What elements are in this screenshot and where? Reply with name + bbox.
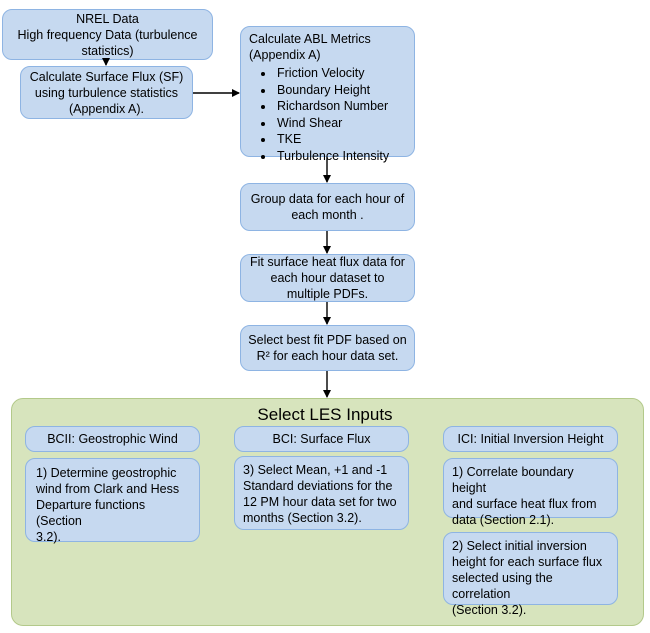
- ici-step-1-box: 1) Correlate boundary height and surface…: [443, 458, 618, 527]
- bcii-line-1: 1) Determine geostrophic: [36, 466, 177, 480]
- surface-flux-box: Calculate Surface Flux (SF) using turbul…: [20, 66, 193, 119]
- ici-header: ICI: Initial Inversion Height: [443, 426, 618, 452]
- bcii-header-label: BCII: Geostrophic Wind: [47, 432, 178, 446]
- ici-header-label: ICI: Initial Inversion Height: [457, 432, 604, 446]
- bci-header: BCI: Surface Flux: [234, 426, 409, 452]
- bci-line-1: 3) Select Mean, +1 and -1: [243, 463, 388, 477]
- abl-metrics-box: Calculate ABL Metrics (Appendix A) Frict…: [240, 26, 415, 163]
- ici-step-2-line-3: selected using the correlation: [452, 571, 553, 601]
- select-pdf-line-2: R² for each hour data set.: [256, 349, 399, 363]
- abl-metric-item: Turbulence Intensity: [275, 148, 406, 165]
- abl-metric-list: Friction Velocity Boundary Height Richar…: [249, 65, 406, 165]
- ici-step-1-line-3: data (Section 2.1).: [452, 513, 555, 527]
- bcii-step-box: 1) Determine geostrophic wind from Clark…: [25, 458, 200, 544]
- bci-header-label: BCI: Surface Flux: [272, 432, 371, 446]
- surface-flux-line-3: (Appendix A).: [68, 101, 145, 116]
- bci-line-2: Standard deviations for the: [243, 479, 393, 493]
- abl-title-line-1: Calculate ABL Metrics: [249, 32, 371, 46]
- ici-step-2-line-4: (Section 3.2).: [452, 603, 527, 617]
- abl-metric-item: Boundary Height: [275, 82, 406, 99]
- nrel-line-1: NREL Data: [76, 11, 139, 26]
- fit-line-2: each hour dataset to: [270, 271, 385, 285]
- select-pdf-line-1: Select best fit PDF based on: [248, 333, 407, 347]
- select-pdf-box: Select best fit PDF based on R² for each…: [240, 325, 415, 371]
- bcii-line-3: Departure functions (Section: [36, 498, 146, 528]
- nrel-line-3: statistics): [81, 43, 134, 58]
- nrel-line-2: High frequency Data (turbulence: [17, 27, 198, 42]
- les-inputs-title: Select LES Inputs: [257, 405, 393, 424]
- group-data-box: Group data for each hour of each month .: [240, 183, 415, 231]
- bcii-line-2: wind from Clark and Hess: [36, 482, 180, 496]
- bci-line-3: 12 PM hour data set for two: [243, 495, 397, 509]
- ici-step-2-box: 2) Select initial inversion height for e…: [443, 532, 618, 617]
- abl-metric-item: Friction Velocity: [275, 65, 406, 82]
- bci-step-box: 3) Select Mean, +1 and -1 Standard devia…: [234, 456, 409, 530]
- fit-line-1: Fit surface heat flux data for: [250, 255, 405, 269]
- surface-flux-line-1: Calculate Surface Flux (SF): [29, 69, 184, 84]
- group-line-1: Group data for each hour of: [250, 192, 405, 206]
- bci-line-4: months (Section 3.2).: [243, 511, 362, 525]
- ici-step-2-line-1: 2) Select initial inversion: [452, 539, 587, 553]
- fit-pdf-box: Fit surface heat flux data for each hour…: [240, 254, 415, 302]
- ici-step-2-line-2: height for each surface flux: [452, 555, 603, 569]
- abl-metric-item: TKE: [275, 131, 406, 148]
- abl-metric-item: Richardson Number: [275, 98, 406, 115]
- surface-flux-line-2: using turbulence statistics: [34, 85, 179, 100]
- group-line-2: each month .: [291, 208, 364, 222]
- abl-title-line-2: (Appendix A): [249, 48, 321, 62]
- bcii-header: BCII: Geostrophic Wind: [25, 426, 200, 452]
- bcii-line-4: 3.2).: [36, 530, 62, 544]
- fit-line-3: multiple PDFs.: [286, 287, 369, 301]
- ici-step-1-line-1: 1) Correlate boundary height: [452, 465, 574, 495]
- ici-step-1-line-2: and surface heat flux from: [452, 497, 597, 511]
- abl-metric-item: Wind Shear: [275, 115, 406, 132]
- nrel-data-box: NREL Data High frequency Data (turbulenc…: [2, 9, 213, 60]
